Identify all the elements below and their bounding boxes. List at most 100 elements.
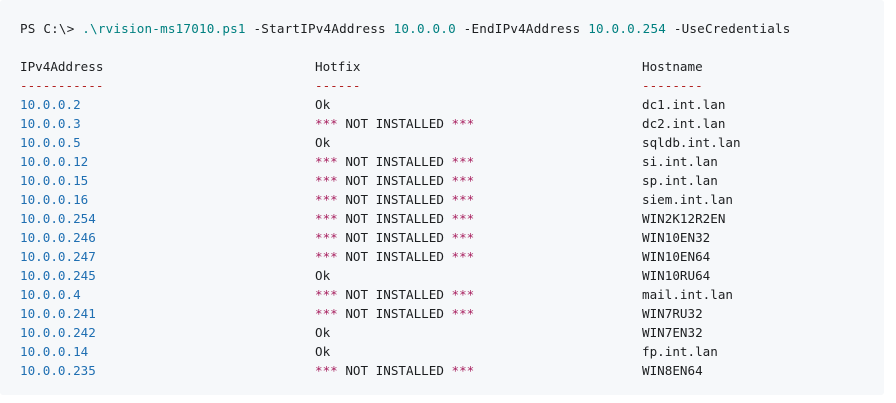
warning-stars-right: *** [451,116,475,131]
param-use-credentials: -UseCredentials [673,21,791,36]
cell-hostname: WIN10EN32 [642,230,711,245]
warning-stars-right: *** [451,306,475,321]
table-row: 10.0.0.246*** NOT INSTALLED ***WIN10EN32 [20,228,880,247]
hotfix-status: Ok [315,135,331,150]
table-row: 10.0.0.241*** NOT INSTALLED ***WIN7RU32 [20,304,880,323]
cell-ipv4address: 10.0.0.3 [20,116,81,131]
cell-ipv4address: 10.0.0.15 [20,173,89,188]
cell-hotfix: *** NOT INSTALLED *** [315,361,474,380]
header-ipv4address: IPv4Address [20,59,104,74]
hotfix-status: NOT INSTALLED [345,173,444,188]
param-start-ip: -StartIPv4Address [253,21,386,36]
table-row: 10.0.0.242 Ok WIN7EN32 [20,323,880,342]
warning-stars-left: *** [315,192,338,207]
warning-stars-left: *** [315,230,338,245]
table-row: 10.0.0.4*** NOT INSTALLED ***mail.int.la… [20,285,880,304]
warning-stars-left: *** [315,116,338,131]
table-row: 10.0.0.245 Ok WIN10RU64 [20,266,880,285]
prompt: PS C:\> [20,21,83,36]
warning-stars-left: *** [315,154,338,169]
param-end-ip: -EndIPv4Address [463,21,581,36]
hotfix-status: NOT INSTALLED [345,116,444,131]
table-row: 10.0.0.14 Ok fp.int.lan [20,342,880,361]
cell-hotfix: Ok [315,266,330,285]
table-row: 10.0.0.12 *** NOT INSTALLED *** si.int.lan [20,152,880,171]
warning-stars-right: *** [451,154,475,169]
cell-hotfix: *** NOT INSTALLED *** [315,247,474,266]
cell-hostname: siem.int.lan [642,192,733,207]
powershell-output-block: PS C:\> .\rvision-ms17010.ps1 -StartIPv4… [20,19,880,380]
cell-ipv4address: 10.0.0.242 [20,325,96,340]
table-row: 10.0.0.3 *** NOT INSTALLED *** dc2.int.lan [20,114,880,133]
cell-ipv4address: 10.0.0.14 [20,344,89,359]
cell-hostname: WIN10EN64 [642,249,711,264]
warning-stars-right: *** [451,173,475,188]
cell-hotfix: *** NOT INSTALLED *** [315,171,474,190]
cell-ipv4address: 10.0.0.241 [20,306,96,321]
warning-stars-left: *** [315,211,338,226]
hotfix-status: NOT INSTALLED [345,306,444,321]
table-row: 10.0.0.5 Ok sqldb.int.lan [20,133,880,152]
table-row: 10.0.0.247 *** NOT INSTALLED *** WIN10EN64 [20,247,880,266]
warning-stars-right: *** [451,287,475,302]
cell-hostname: fp.int.lan [642,344,718,359]
cell-hotfix: Ok [315,95,330,114]
hotfix-status: Ok [315,325,331,340]
cell-ipv4address: 10.0.0.2 [20,97,81,112]
cell-hostname: dc1.int.lan [642,97,726,112]
cell-hotfix: *** NOT INSTALLED *** [315,152,474,171]
warning-stars-left: *** [315,249,338,264]
hotfix-status: NOT INSTALLED [345,211,444,226]
cell-ipv4address: 10.0.0.254 [20,211,96,226]
table-headers: IPv4Address Hotfix Hostname [20,57,880,76]
cell-hostname: sqldb.int.lan [642,135,741,150]
hotfix-status: NOT INSTALLED [345,154,444,169]
cell-hotfix: *** NOT INSTALLED *** [315,114,474,133]
cell-ipv4address: 10.0.0.12 [20,154,89,169]
cell-ipv4address: 10.0.0.5 [20,135,81,150]
warning-stars-left: *** [315,363,338,378]
value-end-ip: 10.0.0.254 [588,21,667,36]
cell-hotfix: Ok [315,342,330,361]
cell-hostname: si.int.lan [642,154,718,169]
cell-ipv4address: 10.0.0.235 [20,363,96,378]
warning-stars-right: *** [451,363,475,378]
hotfix-status: NOT INSTALLED [345,230,444,245]
table-header-underlines: ----------- ------ -------- [20,76,880,95]
header-hostname: Hostname [642,59,703,74]
cell-hostname: mail.int.lan [642,287,733,302]
underline-ipv4address: ----------- [20,78,104,93]
warning-stars-left: *** [315,173,338,188]
cell-hotfix: *** NOT INSTALLED *** [315,285,474,304]
table-row: 10.0.0.15 *** NOT INSTALLED *** sp.int.lan [20,171,880,190]
warning-stars-right: *** [451,192,475,207]
cell-hostname: WIN8EN64 [642,363,703,378]
cell-hostname: WIN2K12R2EN [642,211,726,226]
cell-hotfix: Ok [315,323,330,342]
command-line: PS C:\> .\rvision-ms17010.ps1 -StartIPv4… [20,19,791,38]
underline-hostname: -------- [642,78,703,93]
table-row: 10.0.0.2 Ok dc1.int.lan [20,95,880,114]
cell-ipv4address: 10.0.0.245 [20,268,96,283]
warning-stars-right: *** [451,249,475,264]
value-start-ip: 10.0.0.0 [393,21,456,36]
table-row: 10.0.0.254 *** NOT INSTALLED *** WIN2K12R2… [20,209,880,228]
cell-hotfix: *** NOT INSTALLED *** [315,304,474,323]
hotfix-status: Ok [315,344,331,359]
hotfix-status: NOT INSTALLED [345,287,444,302]
cell-hotfix: *** NOT INSTALLED *** [315,190,474,209]
hotfix-status: NOT INSTALLED [345,363,444,378]
hotfix-status: Ok [315,268,331,283]
warning-stars-left: *** [315,306,338,321]
header-hotfix: Hotfix [315,59,361,74]
cell-hotfix: *** NOT INSTALLED *** [315,228,474,247]
hotfix-status: NOT INSTALLED [345,192,444,207]
cell-hostname: dc2.int.lan [642,116,726,131]
cell-ipv4address: 10.0.0.247 [20,249,96,264]
cell-hostname: sp.int.lan [642,173,718,188]
warning-stars-right: *** [451,211,475,226]
cell-hostname: WIN10RU64 [642,268,711,283]
cell-hotfix: *** NOT INSTALLED *** [315,209,474,228]
table-row: 10.0.0.16*** NOT INSTALLED ***siem.int.l… [20,190,880,209]
cell-hostname: WIN7EN32 [642,325,703,340]
